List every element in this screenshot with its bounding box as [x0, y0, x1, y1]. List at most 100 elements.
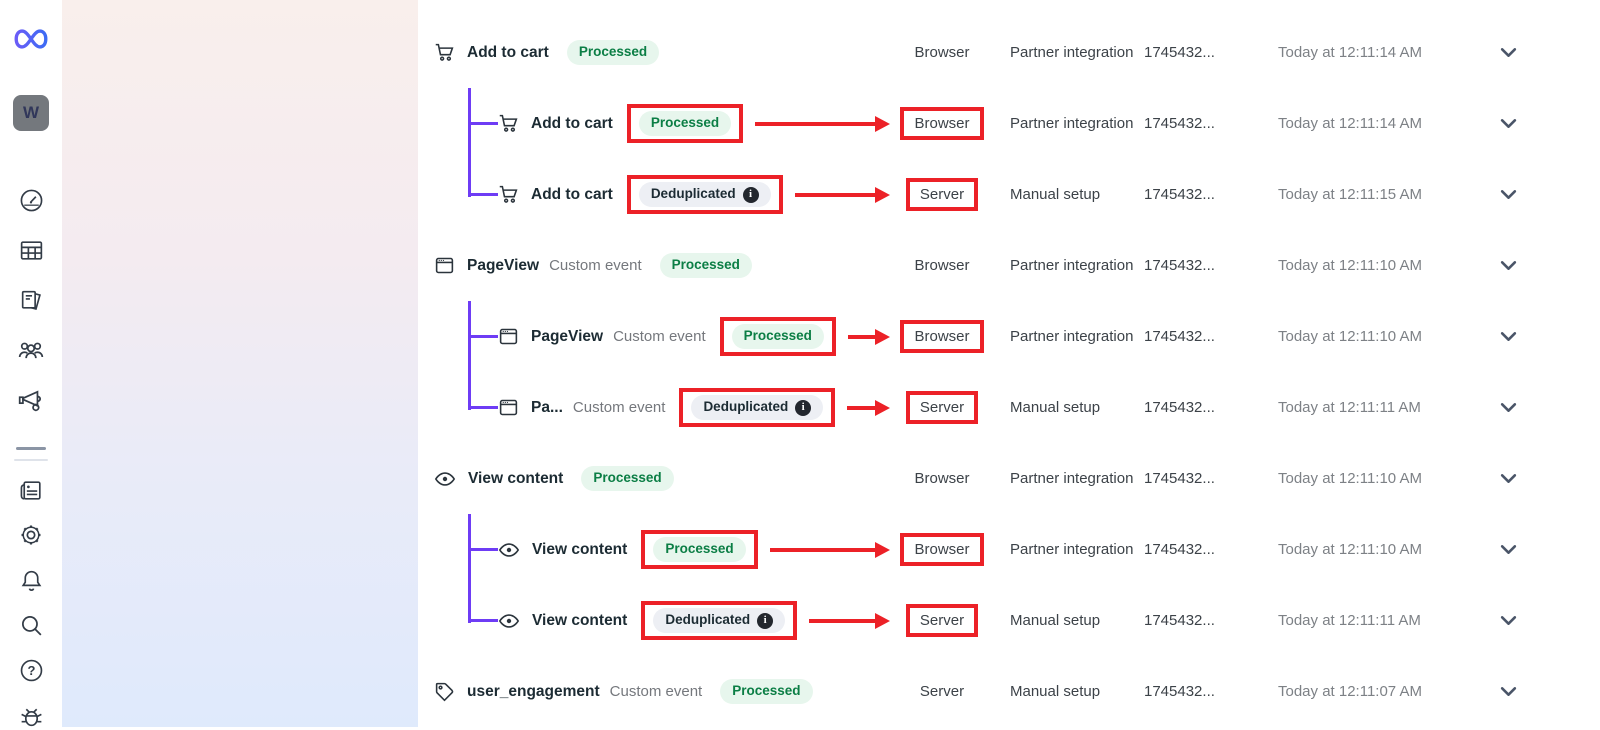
- connection-cell: Server: [894, 675, 990, 708]
- event-name: user_engagement: [467, 682, 600, 700]
- setup-method: Partner integration: [1010, 115, 1134, 132]
- info-icon[interactable]: i: [742, 186, 759, 203]
- workspace-avatar[interactable]: W: [0, 95, 62, 131]
- annotation-box-badge: Processed: [656, 249, 756, 281]
- sidebar-item-data[interactable]: [0, 236, 62, 264]
- event-time: Today at 12:11:10 AM: [1278, 541, 1422, 558]
- window-icon: [435, 257, 454, 274]
- connection-cell: Browser: [894, 107, 990, 140]
- sidebar-item-settings[interactable]: [0, 521, 62, 549]
- sidebar: W: [0, 0, 62, 727]
- expand-chevron[interactable]: [1488, 47, 1528, 58]
- event-badge: Deduplicated i: [638, 182, 771, 207]
- chevron-down-icon: [1500, 332, 1516, 341]
- tree-connector: [468, 585, 498, 656]
- event-badge: Processed: [653, 537, 746, 562]
- info-icon[interactable]: i: [795, 399, 812, 416]
- event-cell: View content Processed: [434, 443, 894, 514]
- connection-cell: Browser: [894, 462, 990, 495]
- event-id: 1745432...: [1144, 470, 1215, 487]
- table-row[interactable]: Add to cart Deduplicated i Server Manual…: [418, 159, 1600, 230]
- table-row[interactable]: Add to cart Processed Browser Partner in…: [418, 88, 1600, 159]
- badge-label: Deduplicated: [703, 399, 789, 415]
- annotation-box-connection: Browser: [900, 107, 984, 140]
- chevron-down-icon: [1500, 190, 1516, 199]
- table-row[interactable]: Add to cart Processed Browser Partner in…: [418, 17, 1600, 88]
- connection-value: Browser: [914, 470, 970, 487]
- newspaper-icon: [20, 480, 41, 500]
- table-row[interactable]: View content Processed Browser Partner i…: [418, 443, 1600, 514]
- sidebar-item-help[interactable]: ?: [0, 656, 62, 684]
- event-time: Today at 12:11:10 AM: [1278, 470, 1422, 487]
- setup-method: Manual setup: [1010, 186, 1101, 203]
- cart-icon: [499, 185, 518, 203]
- sidebar-item-search[interactable]: [0, 611, 62, 639]
- meta-logo-icon[interactable]: [0, 24, 62, 54]
- connection-value: Browser: [914, 44, 970, 61]
- annotation-box-badge: Processed: [716, 675, 816, 707]
- sidebar-item-pages[interactable]: [0, 286, 62, 314]
- event-badge: Processed: [659, 253, 752, 278]
- event-badge: Processed: [581, 466, 674, 491]
- event-id: 1745432...: [1144, 186, 1215, 203]
- expand-chevron[interactable]: [1488, 686, 1528, 697]
- table-row[interactable]: View content Deduplicated i Server Manua…: [418, 585, 1600, 656]
- bell-icon: [21, 570, 41, 591]
- chevron-down-icon: [1500, 545, 1516, 554]
- sidebar-item-notifications[interactable]: [0, 566, 62, 594]
- info-icon[interactable]: i: [757, 612, 774, 629]
- event-time: Today at 12:11:07 AM: [1278, 683, 1422, 700]
- table-row[interactable]: Pa... Custom event Deduplicated i Server…: [418, 372, 1600, 443]
- annotation-box-connection: Browser: [900, 249, 983, 282]
- expand-chevron[interactable]: [1488, 544, 1528, 555]
- gear-icon: [21, 525, 41, 545]
- event-name: Add to cart: [467, 43, 549, 61]
- badge-label: Processed: [650, 115, 720, 131]
- table-row[interactable]: PageView Custom event Processed Browser …: [418, 301, 1600, 372]
- bug-icon: [20, 708, 42, 726]
- eye-icon: [498, 542, 520, 557]
- table-row[interactable]: View content Processed Browser Partner i…: [418, 514, 1600, 585]
- table-row[interactable]: PageView Custom event Processed Browser …: [418, 230, 1600, 301]
- expand-chevron[interactable]: [1488, 118, 1528, 129]
- expand-chevron[interactable]: [1488, 402, 1528, 413]
- expand-chevron[interactable]: [1488, 260, 1528, 271]
- expand-chevron[interactable]: [1488, 189, 1528, 200]
- table-row[interactable]: user_engagement Custom event Processed S…: [418, 656, 1600, 727]
- event-cell: user_engagement Custom event Processed: [434, 656, 894, 727]
- speedometer-icon: [20, 189, 42, 211]
- sidebar-item-billing[interactable]: [0, 476, 62, 504]
- event-badge: Processed: [731, 324, 824, 349]
- badge-label: Deduplicated: [650, 186, 736, 202]
- event-id: 1745432...: [1144, 44, 1215, 61]
- annotation-box-connection: Server: [905, 391, 979, 424]
- annotation-box-badge: Deduplicated i: [626, 175, 783, 214]
- event-badge: Processed: [638, 111, 732, 136]
- annotation-box-connection: Browser: [900, 36, 983, 69]
- connection-value: Browser: [914, 328, 970, 345]
- connection-value: Server: [919, 186, 965, 203]
- expand-chevron[interactable]: [1488, 473, 1528, 484]
- event-name: PageView: [467, 256, 540, 274]
- annotation-arrow: [847, 328, 890, 345]
- expand-chevron[interactable]: [1488, 331, 1528, 342]
- sidebar-item-audiences[interactable]: [0, 336, 62, 364]
- sidebar-item-ads[interactable]: [0, 387, 62, 415]
- megaphone-icon: [18, 390, 42, 412]
- setup-method: Manual setup: [1010, 683, 1101, 700]
- annotation-box-badge: Processed: [577, 462, 677, 494]
- setup-method: Partner integration: [1010, 470, 1134, 487]
- tree-connector: [468, 159, 498, 230]
- connection-value: Browser: [914, 541, 970, 558]
- connection-cell: Browser: [894, 36, 990, 69]
- tree-connector: [468, 514, 498, 585]
- badge-label: Processed: [743, 328, 812, 344]
- events-table: Add to cart Processed Browser Partner in…: [418, 0, 1600, 727]
- expand-chevron[interactable]: [1488, 615, 1528, 626]
- connection-value: Server: [919, 683, 965, 700]
- sidebar-item-overview[interactable]: [0, 186, 62, 214]
- event-cell: View content Deduplicated i: [434, 585, 894, 656]
- sidebar-item-bug-report[interactable]: [0, 702, 62, 730]
- event-time: Today at 12:11:11 AM: [1278, 612, 1421, 629]
- annotation-arrow: [755, 115, 890, 132]
